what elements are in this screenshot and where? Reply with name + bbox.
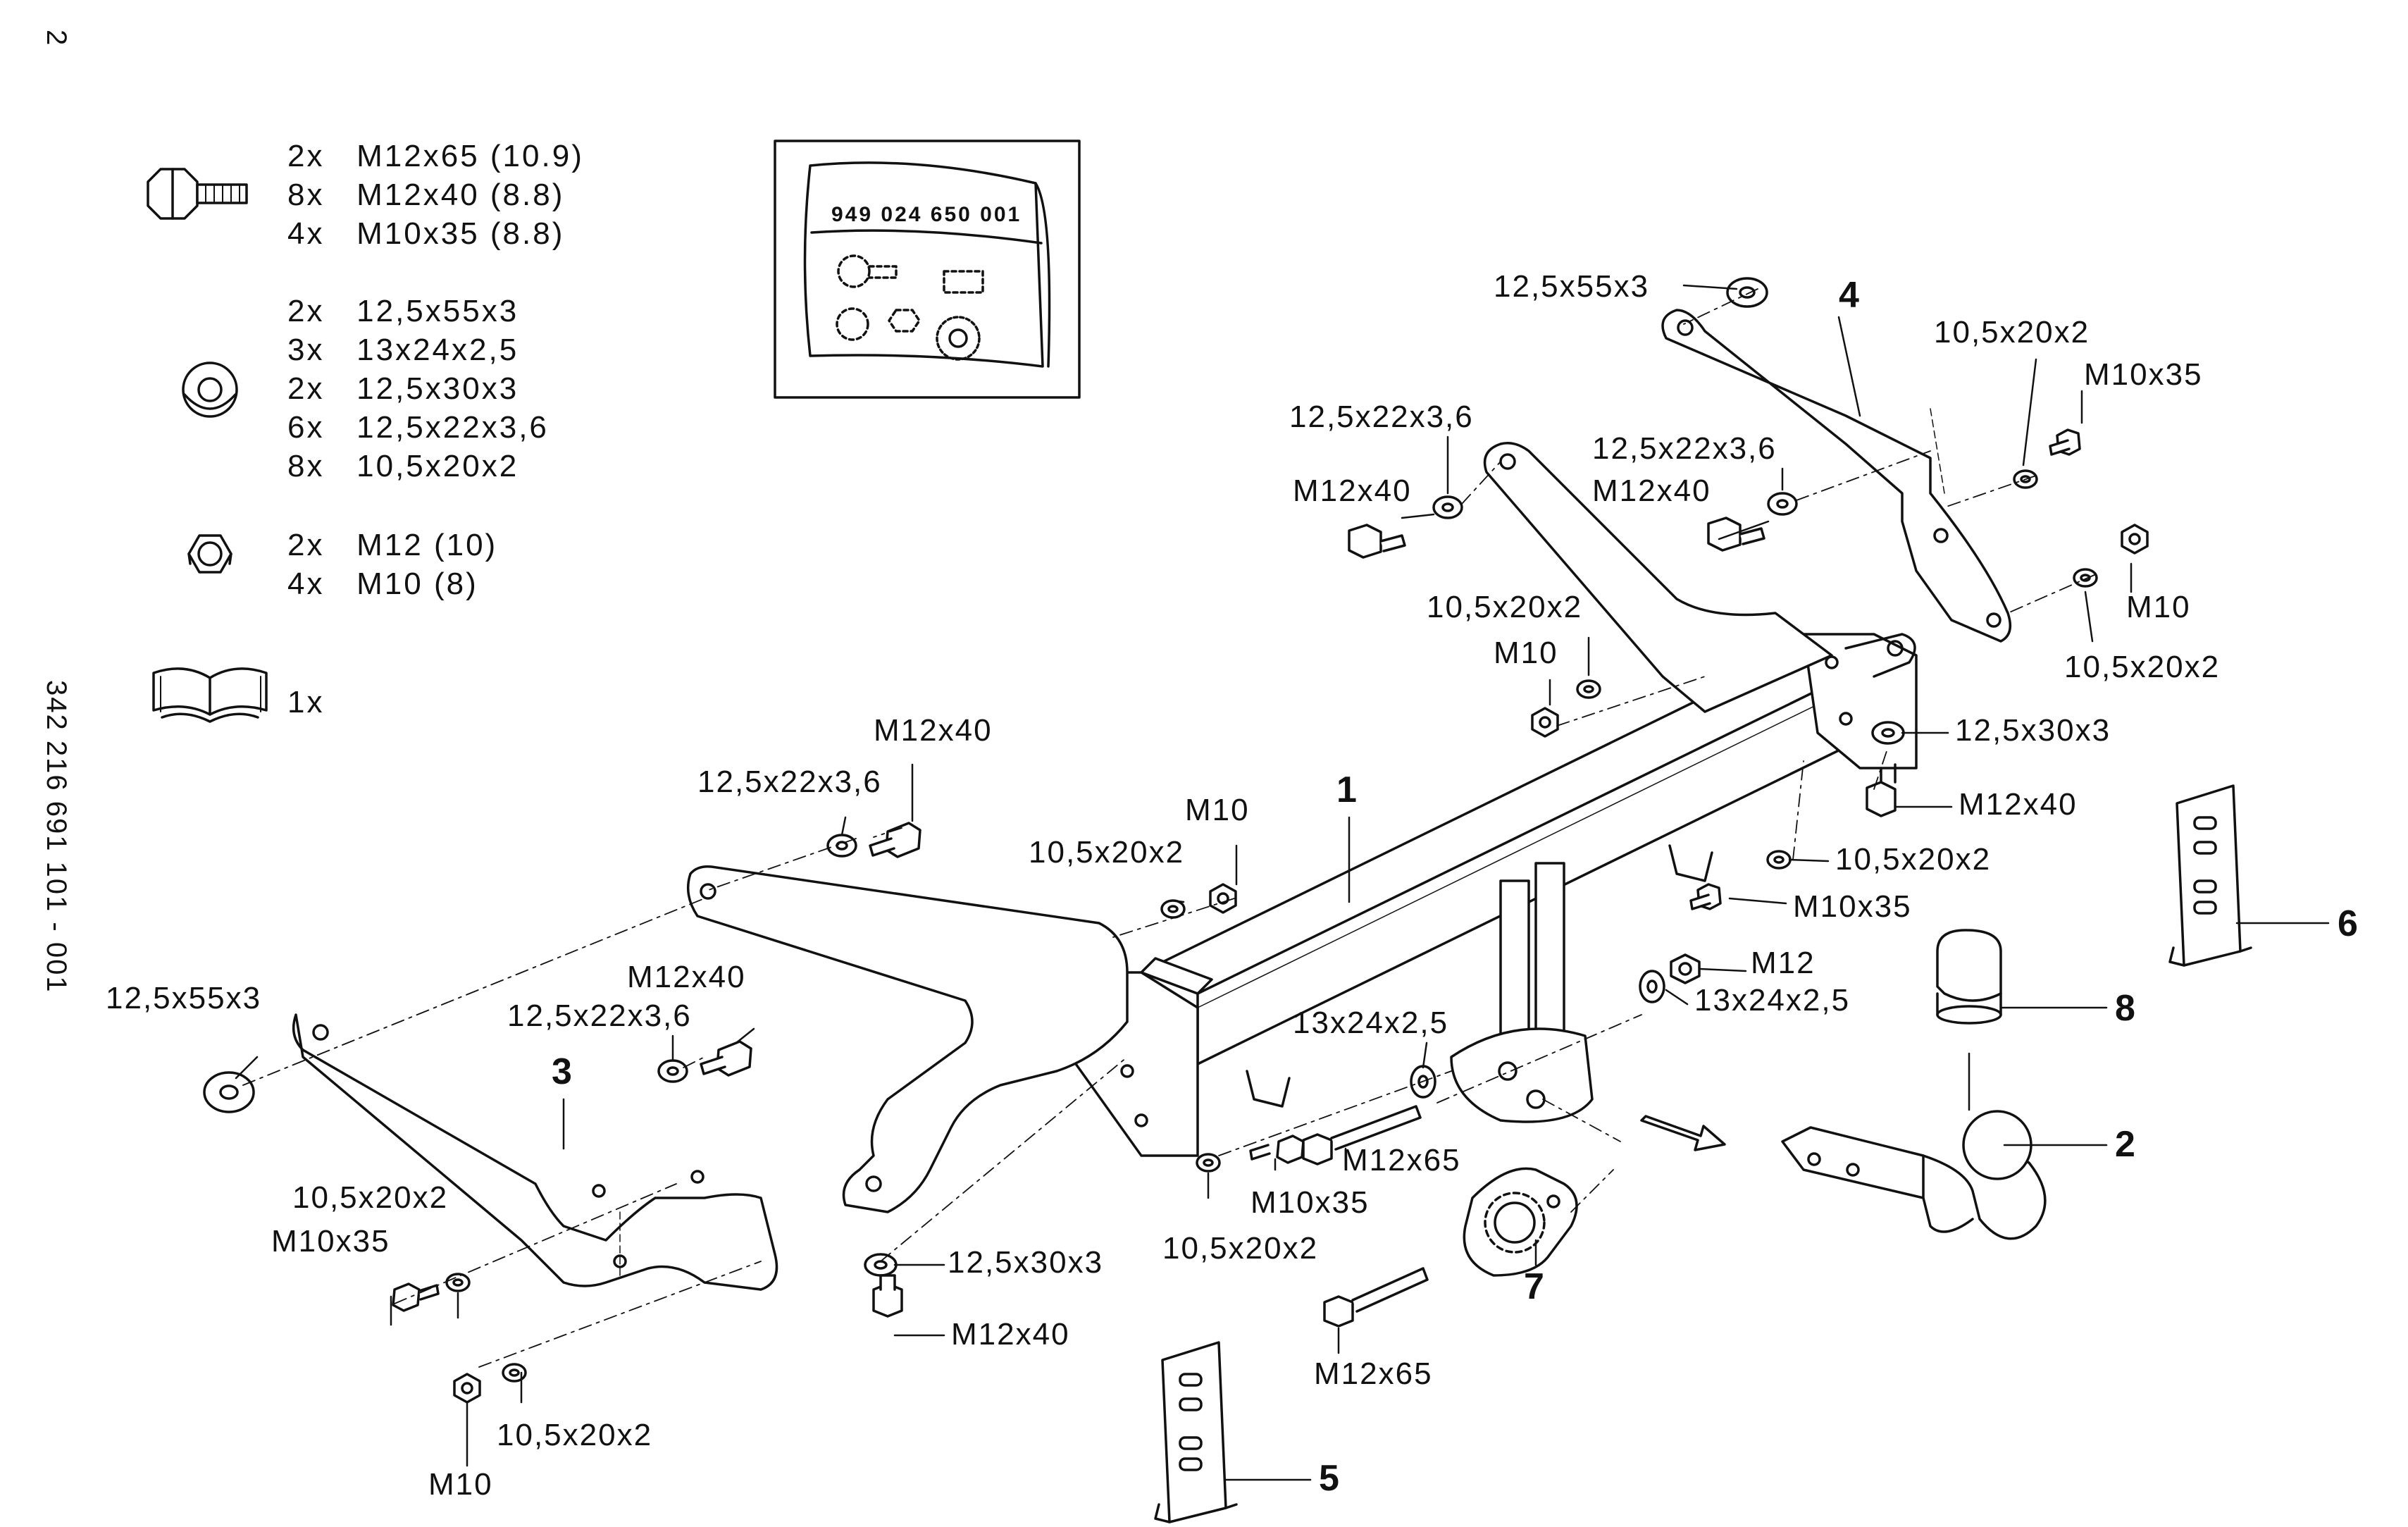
- callout-label: M10x35: [2084, 357, 2203, 392]
- callout-label: 10,5x20x2: [292, 1180, 449, 1215]
- parts-bag-icon: [803, 161, 1051, 368]
- assembly-axes: [242, 288, 2097, 1368]
- callout-label: 10,5x20x2: [1427, 590, 1583, 624]
- parts-list-washer-line: 8x 10,5x20x2: [287, 449, 519, 483]
- callout-label: 13x24x2,5: [1694, 983, 1851, 1018]
- callout-label: 10,5x20x2: [1029, 835, 1185, 870]
- callout-label: M10x35: [271, 1224, 390, 1259]
- callout-label: M10: [428, 1467, 493, 1502]
- callout-label: 10,5x20x2: [1835, 842, 1992, 877]
- part-number: 5: [1319, 1458, 1339, 1499]
- fastener-nuts: [453, 524, 2149, 1404]
- callout-label: 10,5x20x2: [497, 1418, 653, 1452]
- callout-label: M12: [1751, 946, 1816, 980]
- nut-icon: [187, 534, 232, 574]
- callout-label: M10: [2126, 590, 2191, 624]
- callout-label: M10x35: [1250, 1185, 1370, 1220]
- part-number: 1: [1336, 769, 1357, 810]
- bracket-part-5: [1154, 1341, 1238, 1523]
- parts-list-bolt-line: 8x M12x40 (8.8): [287, 178, 565, 212]
- callout-label: M12x40: [1959, 787, 2078, 822]
- page-number: 2: [41, 30, 72, 47]
- callout-label: 12,5x22x3,6: [507, 999, 692, 1033]
- callout-label: M12x40: [627, 960, 746, 994]
- part-number: 8: [2115, 988, 2135, 1029]
- manual-icon: [152, 667, 268, 723]
- bracket-part-4: [1661, 309, 2012, 643]
- package-code: 949 024 650 001: [831, 203, 1022, 226]
- ball-cap-part-8: [1936, 929, 2002, 1025]
- drawing-number: 342 216 691 101 - 001: [41, 680, 72, 994]
- washer-icon: [182, 361, 238, 418]
- part-number: 2: [2115, 1124, 2135, 1165]
- callout-label: 12,5x22x3,6: [1592, 431, 1777, 466]
- callout-label: 12,5x55x3: [1494, 269, 1650, 304]
- parts-list-bolt-line: 2x M12x65 (10.9): [287, 139, 584, 173]
- bracket-part-6: [2168, 784, 2252, 967]
- parts-list-bolt-line: 4x M10x35 (8.8): [287, 216, 565, 251]
- callout-label: M10: [1185, 793, 1250, 827]
- callout-label: 10,5x20x2: [2064, 650, 2221, 684]
- callout-label: 13x24x2,5: [1293, 1006, 1449, 1040]
- parts-list-nut-line: 4x M10 (8): [287, 567, 478, 601]
- callout-label: 12,5x22x3,6: [1289, 400, 1474, 434]
- tow-ball-part-2: [1781, 1110, 2047, 1240]
- side-bracket-part-3: [292, 1013, 778, 1291]
- parts-list-washer-line: 2x 12,5x30x3: [287, 371, 519, 406]
- callout-label: 10,5x20x2: [1162, 1231, 1319, 1266]
- parts-list-nut-line: 2x M12 (10): [287, 528, 498, 562]
- callout-label: M12x65: [1314, 1356, 1433, 1391]
- fastener-bolts: [392, 428, 2081, 1328]
- socket-plate-part-7: [1463, 1167, 1578, 1277]
- part-number: 7: [1524, 1266, 1544, 1307]
- callout-label: 10,5x20x2: [1934, 315, 2090, 350]
- parts-bag-frame: [774, 140, 1081, 399]
- bolt-icon: [147, 168, 248, 220]
- leader-lines: [235, 284, 2330, 1481]
- callout-label: 12,5x55x3: [106, 981, 262, 1015]
- part-number: 3: [552, 1051, 572, 1092]
- part-number: 4: [1839, 275, 1859, 316]
- part-number: 6: [2338, 903, 2358, 944]
- side-bracket-left-upper: [686, 865, 1129, 1213]
- callout-label: M12x40: [1293, 474, 1412, 508]
- callout-label: M12x40: [951, 1317, 1070, 1352]
- parts-list-washer-line: 3x 13x24x2,5: [287, 333, 519, 367]
- callout-label: 12,5x30x3: [1955, 713, 2111, 748]
- callout-label: M12x65: [1342, 1143, 1461, 1177]
- callout-label: 12,5x22x3,6: [697, 765, 882, 799]
- callout-label: M10: [1494, 636, 1558, 670]
- parts-list-manual-line: 1x: [287, 685, 325, 719]
- callout-label: M12x40: [874, 713, 993, 748]
- parts-list-washer-line: 6x 12,5x22x3,6: [287, 410, 549, 445]
- callout-label: M12x40: [1592, 474, 1711, 508]
- callout-label: 12,5x30x3: [948, 1245, 1104, 1280]
- parts-list-washer-line: 2x 12,5x55x3: [287, 294, 519, 328]
- direction-arrow-icon: [1640, 1115, 1726, 1151]
- callout-label: M10x35: [1793, 889, 1912, 924]
- crossbar-part-1: [1069, 633, 1918, 1157]
